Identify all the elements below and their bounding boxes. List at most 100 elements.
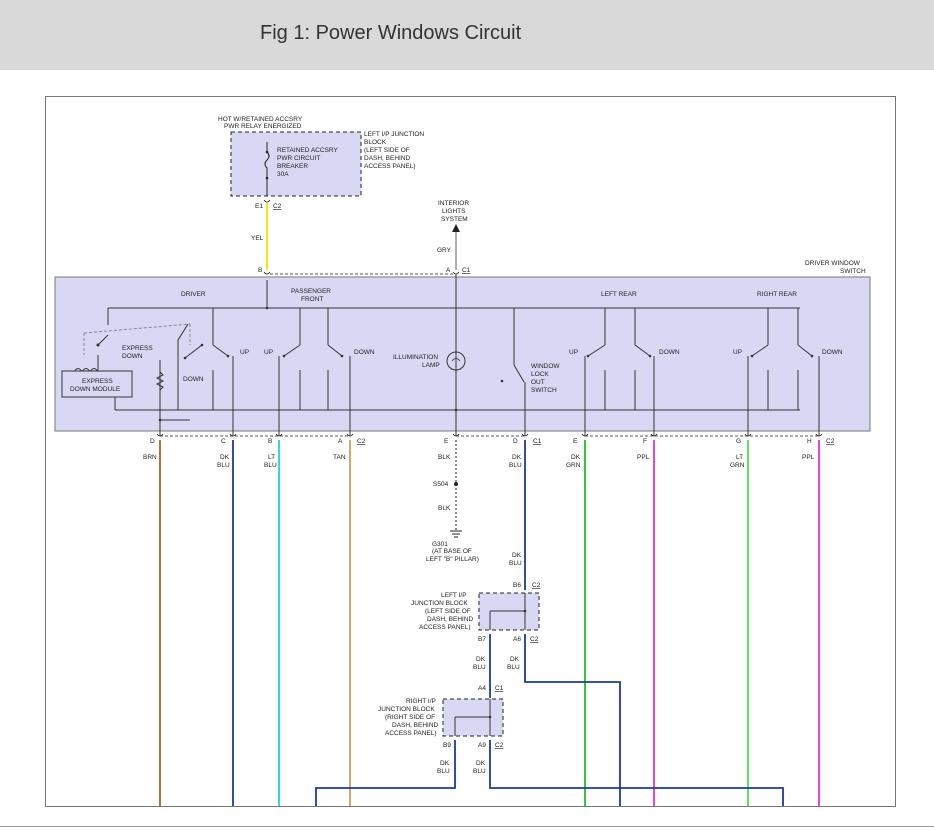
illum-label-1: ILLUMINATION xyxy=(393,354,438,361)
wire-label-dk-c: DK xyxy=(220,454,230,461)
express-down-link xyxy=(83,323,191,355)
express-down-module xyxy=(61,370,133,398)
splice-label: S504 xyxy=(433,481,449,488)
label-down-driver: DOWN xyxy=(183,376,204,383)
wire-label-blu-b9: BLU xyxy=(437,768,450,775)
wire-label-grn-g: GRN xyxy=(730,462,745,469)
wire-label-blk: BLK xyxy=(438,454,451,461)
contact-dots xyxy=(158,306,814,422)
wire-label-lt-g: LT xyxy=(736,454,743,461)
pin-b: B xyxy=(268,438,272,445)
breaker-element xyxy=(264,142,270,196)
breaker-heading-2: PWR RELAY ENERGIZED xyxy=(224,123,302,130)
breaker-name-2: PWR CIRCUIT xyxy=(277,155,320,162)
wire-label-dk-d: DK xyxy=(512,454,522,461)
wire-label-blu-b: BLU xyxy=(264,462,277,469)
lock-label-2: LOCK xyxy=(531,371,549,378)
wire-label-blu-d: BLU xyxy=(509,462,522,469)
left-jb-label-2: JUNCTION BLOCK xyxy=(411,600,468,607)
page-title: Fig 1: Power Windows Circuit xyxy=(260,22,522,44)
right-jb-pin-br: A9 xyxy=(478,742,486,749)
breaker-block-4: DASH, BEHIND xyxy=(364,155,411,162)
left-jb-label-4: DASH, BEHIND xyxy=(427,616,474,623)
diagram-border xyxy=(45,96,896,807)
wire-label-dk-a6: DK xyxy=(510,656,520,663)
express-label-2: DOWN xyxy=(122,353,143,360)
breaker-pin: E1 xyxy=(255,203,263,210)
breaker-rating: 30A xyxy=(277,171,289,178)
ground-location-1: (AT BASE OF xyxy=(432,548,472,555)
left-jb-pin-br: A6 xyxy=(513,636,521,643)
wire-label-ppl-h: PPL xyxy=(802,454,815,461)
module-label-2: DOWN MODULE xyxy=(70,386,121,393)
pin-d: D xyxy=(150,438,155,445)
bottom-divider xyxy=(0,826,934,827)
ground-name: G301 xyxy=(432,541,448,548)
wire-label-brn: BRN xyxy=(143,454,157,461)
lock-label-1: WINDOW xyxy=(531,363,560,370)
breaker-name-3: BREAKER xyxy=(277,163,308,170)
pin-e2: E xyxy=(573,438,578,445)
lock-label-3: OUT xyxy=(531,379,545,386)
left-jb-conn-b: C2 xyxy=(530,636,539,643)
switch-title-2: SWITCH xyxy=(840,268,866,275)
breaker-heading-1: HOT W/RETAINED ACCSRY xyxy=(218,116,303,123)
left-jb-label-3: (LEFT SIDE OF xyxy=(425,608,471,615)
wire-label-dk-b9: DK xyxy=(440,760,450,767)
resistor xyxy=(155,371,165,391)
section-driver: DRIVER xyxy=(181,291,206,298)
section-passenger-1: PASSENGER xyxy=(291,288,331,295)
splice-s504 xyxy=(454,482,458,486)
interior-label-3: SYSTEM xyxy=(441,216,468,223)
wire-label-dk-e: DK xyxy=(571,454,581,461)
pin-conn-c2b: C2 xyxy=(826,438,835,445)
relay-coil xyxy=(73,368,99,374)
label-down-rr: DOWN xyxy=(822,349,843,356)
label-up-lr: UP xyxy=(569,349,578,356)
switch-contacts xyxy=(177,323,813,383)
right-jb-label-2: JUNCTION BLOCK xyxy=(378,706,435,713)
wire-label-ppl-f: PPL xyxy=(637,454,650,461)
pin-conn-c2: C2 xyxy=(357,438,366,445)
breaker-conn: C2 xyxy=(273,203,282,210)
wire-label-dk-b7: DK xyxy=(476,656,486,663)
right-jb-pin-top: A4 xyxy=(478,685,486,692)
right-jb-pin-bl: B9 xyxy=(443,742,451,749)
illum-label-2: LAMP xyxy=(422,362,440,369)
wire-label-blu-b7: BLU xyxy=(473,664,486,671)
right-jb-label-1: RIGHT I/P xyxy=(406,698,436,705)
ground-icon xyxy=(450,530,462,538)
circuit-breaker-box xyxy=(230,131,362,197)
breaker-block-3: (LEFT SIDE OF xyxy=(364,147,410,154)
section-right-rear: RIGHT REAR xyxy=(757,291,797,298)
lock-label-4: SWITCH xyxy=(531,387,557,394)
switch-pin-b: B xyxy=(258,267,262,274)
pin-g: G xyxy=(736,438,741,445)
right-jb-label-3: (RIGHT SIDE OF xyxy=(385,714,435,721)
pin-f: F xyxy=(643,438,647,445)
switch-title-1: DRIVER WINDOW xyxy=(805,260,861,267)
yel-wire-label: YEL xyxy=(251,235,264,242)
section-left-rear: LEFT REAR xyxy=(601,291,637,298)
pin-internal-lines xyxy=(159,356,820,436)
pin-h: H xyxy=(807,438,812,445)
wire-label-dk-d2: DK xyxy=(512,552,522,559)
left-jb-label-1: LEFT I/P xyxy=(441,592,467,599)
switch-pin-a: A xyxy=(446,267,451,274)
wire-label-blu-d2: BLU xyxy=(509,560,522,567)
left-jb-label-5: ACCESS PANEL) xyxy=(419,624,471,631)
dkblu-wire-a9 xyxy=(489,740,784,806)
pin-conn-c1: C1 xyxy=(533,438,542,445)
label-down-lr: DOWN xyxy=(659,349,680,356)
left-jb-pin-bl: B7 xyxy=(478,636,486,643)
breaker-block-1: LEFT I/P JUNCTION xyxy=(364,131,424,138)
dkblu-wire-a6 xyxy=(524,634,621,806)
ground-location-2: LEFT "B" PILLAR) xyxy=(426,556,479,563)
left-jb-pin-top: B6 xyxy=(513,582,521,589)
left-jb-conn-top: C2 xyxy=(532,582,541,589)
label-up-rr: UP xyxy=(733,349,742,356)
interior-label-1: INTERIOR xyxy=(438,200,469,207)
title-banner: Fig 1: Power Windows Circuit xyxy=(0,0,934,70)
right-jb-label-4: DASH, BEHIND xyxy=(392,722,439,729)
